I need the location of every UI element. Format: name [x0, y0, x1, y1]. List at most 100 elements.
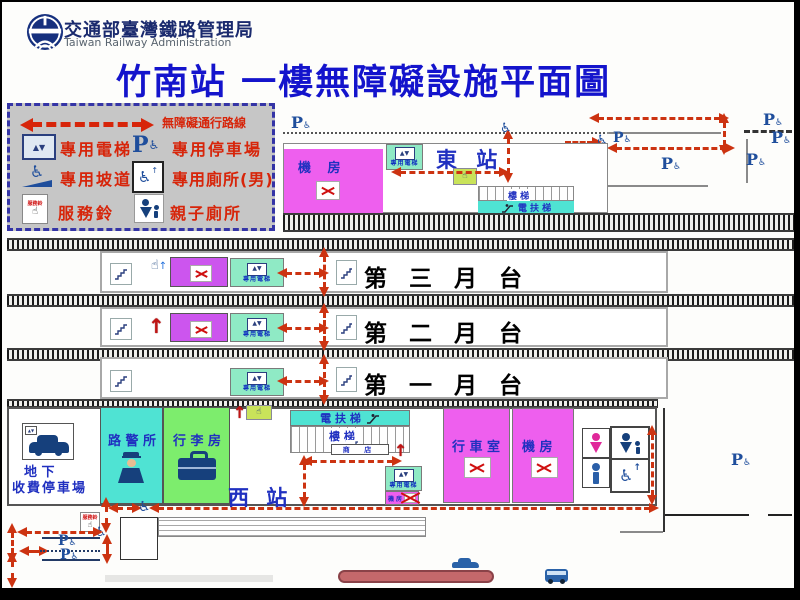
- service-bell-icon: [531, 457, 558, 478]
- route-arrow: [589, 113, 729, 123]
- route-arrow: [319, 247, 329, 297]
- legend-toilet-label: 專用廁所(男): [172, 170, 274, 189]
- route-arrow: [101, 497, 111, 533]
- operations-room: 行 車 室: [443, 408, 510, 503]
- accessible-parking-icon: P♿: [763, 110, 784, 129]
- escalator-area: 電 扶 梯: [290, 410, 410, 426]
- org-name-en: Taiwan Railway Administration: [64, 36, 232, 49]
- route-arrow: [565, 137, 602, 147]
- shop-box: 商 店: [331, 444, 389, 455]
- parent-child-toilet-icon: [610, 426, 650, 460]
- route-arrow: [108, 503, 142, 513]
- railway-track: [283, 213, 795, 232]
- platform-2: ↑ ▲▼ 專用電梯 第 二 月 台: [100, 303, 668, 351]
- up-arrow-icon: ↑: [148, 314, 165, 338]
- boundary-dotted-line: [283, 132, 605, 134]
- womens-toilet-icon: [582, 428, 610, 458]
- legend-elevator-label: 專用電梯: [60, 140, 133, 159]
- machine-room: 機 房: [284, 149, 383, 214]
- elevator-icon: ▲▼: [22, 134, 56, 160]
- boundary-dotted-line: [40, 550, 100, 552]
- route-arrow: [149, 503, 546, 513]
- platform-1-label: 第 一 月 台: [364, 373, 530, 399]
- dedicated-elevator: ▲▼ 專用電梯: [385, 466, 422, 491]
- platform-2-label: 第 二 月 台: [364, 321, 530, 347]
- route-arrow: [319, 354, 329, 405]
- page-border: [794, 0, 800, 600]
- service-bell-icon: [190, 265, 212, 282]
- route-arrow: [302, 456, 402, 466]
- service-bell-icon: [404, 493, 417, 503]
- underground-parking-label: 收費停車場: [12, 481, 88, 496]
- boundary-dashed-line: [744, 130, 792, 133]
- service-bell-icon: ☝: [246, 405, 272, 420]
- boundary-line: [42, 559, 100, 561]
- accessible-parking-icon: P♿: [731, 450, 752, 469]
- accessible-parking-icon: P♿: [661, 154, 682, 173]
- railway-track: [7, 238, 795, 251]
- police-office-label: 路 警 所: [108, 434, 157, 449]
- page-border: [0, 588, 800, 600]
- service-bell-icon: [464, 457, 491, 478]
- underground-parking-label: 地 下: [24, 465, 55, 480]
- route-arrow: [7, 552, 17, 588]
- elevator-icon: ▲▼: [247, 372, 267, 385]
- dedicated-elevator: ▲▼ 專用電梯: [230, 258, 284, 287]
- boundary-line: [746, 139, 748, 183]
- page-title: 竹南站 一樓無障礙設施平面圖: [116, 63, 612, 103]
- west-station-label: 西 站: [228, 486, 293, 510]
- accessible-room: [170, 313, 228, 342]
- accessible-parking-icon: P♿: [746, 150, 767, 169]
- stairs-area: 樓 梯: [478, 186, 574, 202]
- stairs-label: 樓 梯: [507, 189, 531, 202]
- stairs-icon: [336, 315, 357, 340]
- escalator-label: 電 扶 梯: [517, 204, 552, 214]
- route-arrow: [319, 303, 329, 351]
- legend-ramp-label: 專用坡道: [60, 170, 133, 189]
- car-icon: [29, 435, 69, 456]
- traffic-island: [338, 570, 494, 583]
- org-name: 交通部臺灣鐵路管理局: [64, 20, 254, 41]
- accessible-parking-icon: P♿: [58, 533, 77, 549]
- accessible-room: [170, 257, 228, 287]
- car-icon: [452, 558, 479, 568]
- service-bell-icon: [316, 181, 340, 200]
- machine-room-2: 機 房: [512, 408, 574, 503]
- machine-room-small: 機 房: [385, 491, 419, 505]
- escalator-area: 電 扶 梯: [478, 201, 574, 214]
- accessible-toilet-icon: ♿↑: [132, 161, 164, 193]
- ramp-icon: ♿: [138, 499, 151, 515]
- escalator-label: 電 扶 梯: [320, 412, 361, 425]
- route-arrow: [503, 129, 513, 183]
- route-arrow: [17, 527, 103, 537]
- page-border: [0, 0, 2, 600]
- up-arrow-icon: ↑: [394, 441, 408, 460]
- machine-room-label: 機 房: [522, 440, 553, 455]
- stairs-icon: [110, 370, 132, 392]
- east-station-area: 機 房 ▲▼ 專用電梯 東 站 ☝ 樓 梯 電 扶 梯: [283, 143, 608, 214]
- page-border: [0, 0, 800, 2]
- mens-toilet-icon: [582, 458, 610, 488]
- accessible-route-arrow-icon: [20, 118, 154, 132]
- route-arrow: [7, 523, 17, 563]
- parent-child-icon: [134, 194, 164, 223]
- elevator-icon: ▲▼: [247, 317, 267, 331]
- dedicated-elevator: ▲▼ 專用電梯: [386, 144, 423, 170]
- route-arrow: [391, 167, 509, 177]
- railway-track: [7, 294, 795, 307]
- up-arrow-icon: ↑: [233, 403, 247, 422]
- route-arrow: [19, 546, 49, 556]
- dedicated-elevator: ▲▼ 專用電梯: [230, 313, 284, 342]
- boundary-line: [607, 132, 721, 134]
- route-arrow: [607, 143, 735, 153]
- stairs-icon: [110, 318, 132, 340]
- boundary-line: [620, 531, 663, 533]
- route-arrow: [556, 503, 659, 513]
- legend-route-label: 無障礙通行路線: [162, 116, 247, 130]
- boundary-line: [570, 185, 708, 187]
- legend-box: 無障礙通行路線 ▲▼ 專用電梯 P♿ 專用停車場 ♿ 專用坡道 ♿↑ 專用廁所(…: [7, 103, 275, 231]
- legend-bell-label: 服務鈴: [58, 204, 116, 223]
- operations-room-label: 行 車 室: [452, 440, 501, 455]
- escalator-icon: [366, 413, 379, 424]
- route-arrow: [277, 323, 329, 333]
